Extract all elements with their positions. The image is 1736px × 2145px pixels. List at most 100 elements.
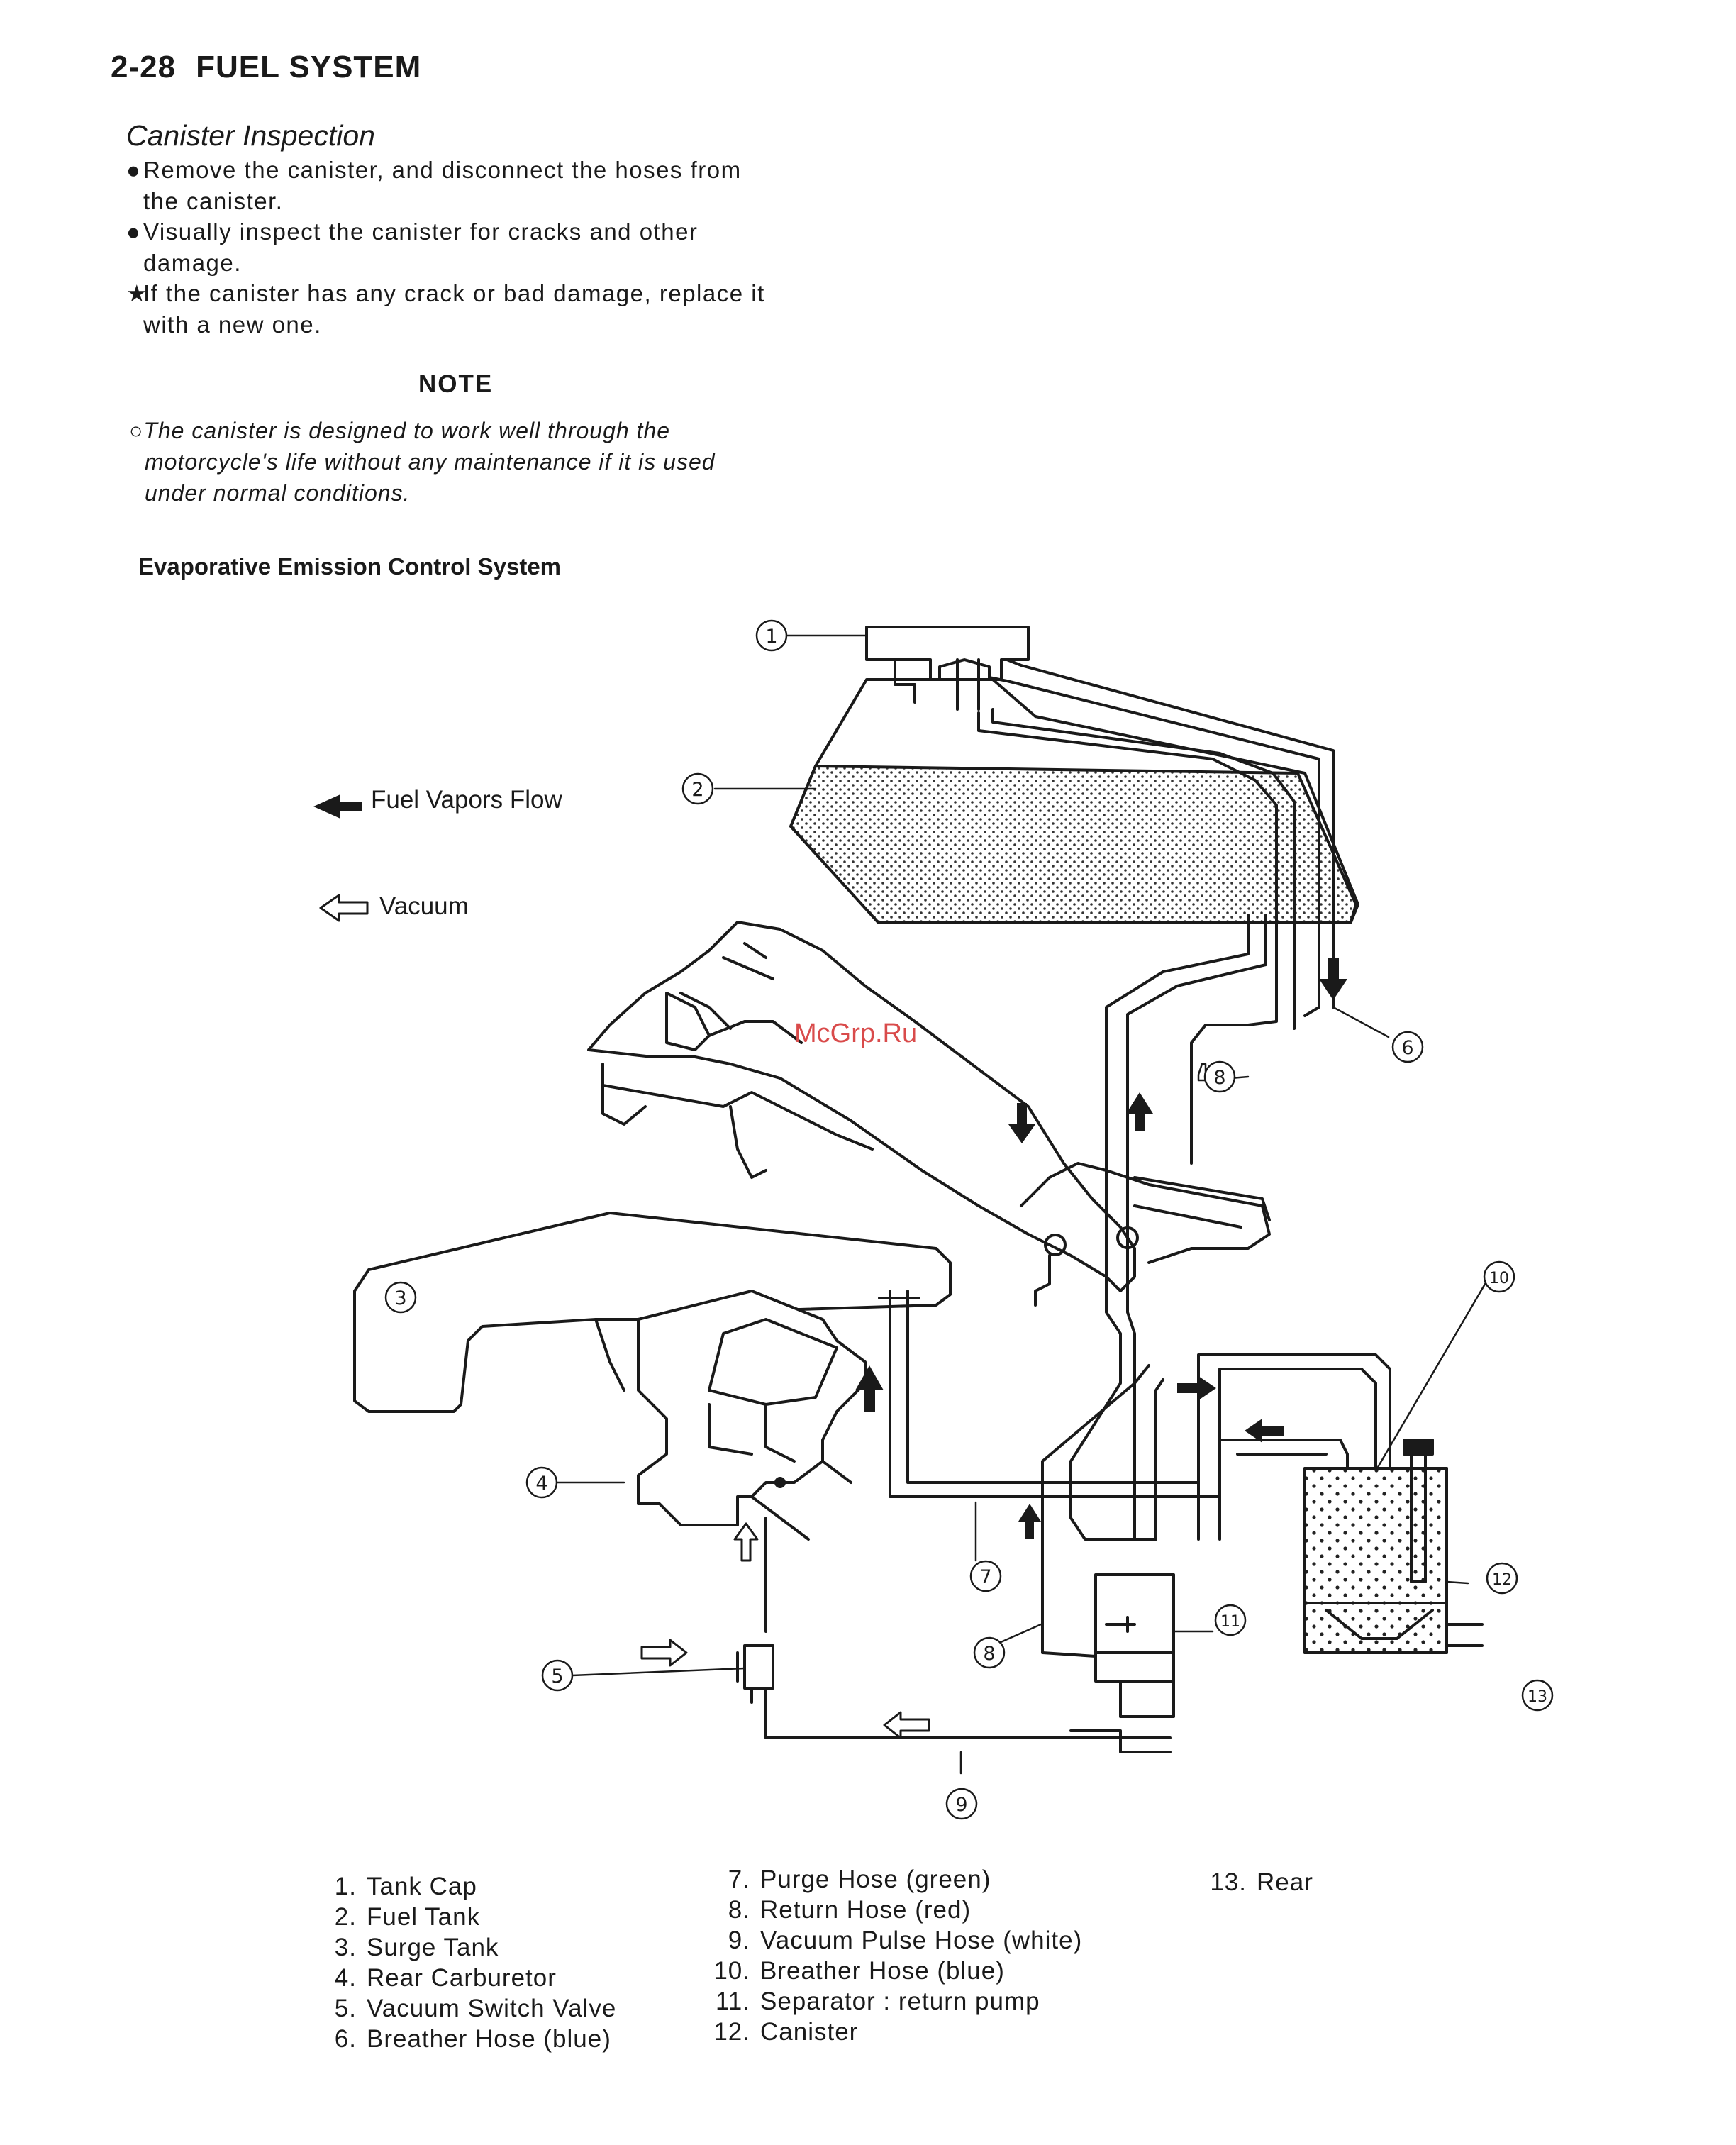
arrow-right-icon — [1177, 1376, 1216, 1400]
item-number: 8. — [728, 1896, 750, 1924]
watermark: McGrp.Ru — [794, 1019, 918, 1048]
arrow-down-icon — [1008, 1103, 1035, 1143]
list-item: 10. Breather Hose (blue) — [709, 1956, 1082, 1986]
purge-hose-7 — [878, 1290, 1391, 1498]
chapter-title: FUEL SYSTEM — [196, 50, 422, 84]
callout-leaders — [555, 634, 1491, 1775]
vacuum-switch-valve — [743, 1644, 774, 1690]
item-label: Fuel Tank — [367, 1903, 481, 1931]
callout-9: 9 — [955, 1794, 967, 1816]
item-number: 2. — [334, 1903, 357, 1931]
item-label: Rear — [1257, 1868, 1313, 1896]
vacuum-arrows — [640, 1522, 930, 1739]
callout-13: 13 — [1528, 1688, 1547, 1706]
item-label: Breather Hose (blue) — [760, 1957, 1005, 1985]
note-heading: NOTE — [418, 370, 494, 398]
list-item: 4. Rear Carburetor — [316, 1963, 616, 1993]
callout-4: 4 — [535, 1473, 547, 1495]
arrow-up-icon — [855, 1365, 884, 1412]
list-item: 2. Fuel Tank — [316, 1902, 616, 1932]
item-number: 3. — [334, 1934, 357, 1961]
legend-fuel-arrow-icon — [313, 794, 362, 819]
step-inspect: ●Visually inspect the canister for crack… — [126, 216, 779, 279]
step-replace: ★If the canister has any crack or bad da… — [126, 278, 779, 340]
note-line: motorcycle's life without any maintenanc… — [145, 449, 716, 475]
item-number: 4. — [334, 1964, 357, 1992]
callout-10: 10 — [1489, 1270, 1509, 1287]
item-number: 10. — [713, 1957, 750, 1985]
list-item: 3. Surge Tank — [316, 1932, 616, 1963]
item-label: Canister — [760, 2018, 859, 2046]
page-number: 2-28 — [111, 50, 177, 84]
canister — [1303, 1439, 1484, 1654]
frame — [587, 921, 1271, 1307]
item-number: 5. — [334, 1995, 357, 2022]
breather-hose-10 — [1133, 1364, 1349, 1541]
return-hose-8 — [1041, 914, 1267, 1658]
step-remove: ●Remove the canister, and disconnect the… — [126, 155, 779, 217]
item-label: Purge Hose (green) — [760, 1866, 991, 1893]
arrow-up-icon — [1018, 1504, 1041, 1539]
callout-8-upper: 8 — [1213, 1067, 1225, 1089]
item-label: Breather Hose (blue) — [367, 2025, 611, 2053]
item-label: Rear Carburetor — [367, 1964, 557, 1992]
callout-7: 7 — [979, 1566, 991, 1588]
item-label: Vacuum Switch Valve — [367, 1995, 617, 2022]
step-text-cont: the canister. — [143, 188, 284, 214]
parts-list-col3: 13. Rear — [1206, 1867, 1313, 1897]
item-number: 6. — [334, 2025, 357, 2053]
callout-1: 1 — [765, 626, 777, 648]
legend-fuel-vapors: Fuel Vapors Flow — [371, 786, 562, 814]
item-number: 1. — [334, 1873, 357, 1900]
parts-list-col2: 7. Purge Hose (green) 8. Return Hose (red)… — [709, 1864, 1082, 2047]
item-label: Tank Cap — [367, 1873, 477, 1900]
breather-hose-6 — [977, 658, 1335, 1165]
section-title: Canister Inspection — [126, 119, 375, 152]
item-number: 13. — [1210, 1868, 1247, 1896]
page-header: 2-28 FUEL SYSTEM — [111, 50, 421, 85]
vacuum-pulse-hose-9 — [736, 1517, 1172, 1753]
step-text: Remove the canister, and disconnect the … — [143, 157, 742, 183]
separator — [1094, 1573, 1175, 1718]
callout-8-lower: 8 — [983, 1643, 995, 1665]
legend-vacuum: Vacuum — [379, 892, 469, 920]
bullet-icon: ● — [126, 218, 142, 245]
item-number: 7. — [728, 1866, 750, 1893]
callout-3: 3 — [394, 1287, 406, 1309]
item-label: Return Hose (red) — [760, 1896, 972, 1924]
bullet-icon: ● — [126, 157, 142, 183]
legend-vacuum-arrow-icon — [319, 894, 369, 922]
list-item: 13. Rear — [1206, 1867, 1313, 1897]
list-item: 9.Vacuum Pulse Hose (white) — [709, 1925, 1082, 1956]
note-line: under normal conditions. — [145, 480, 411, 506]
list-item: 1. Tank Cap — [316, 1871, 616, 1902]
item-label: Surge Tank — [367, 1934, 499, 1961]
list-item: 11. Separator : return pump — [709, 1986, 1082, 2017]
list-item: 5. Vacuum Switch Valve — [316, 1993, 616, 2024]
list-item: 8. Return Hose (red) — [709, 1895, 1082, 1925]
callout-5: 5 — [551, 1665, 563, 1687]
item-number: 11. — [715, 1988, 750, 2015]
step-text: Visually inspect the canister for cracks… — [143, 218, 699, 245]
rear-carburetor — [637, 1290, 867, 1541]
list-item: 7. Purge Hose (green) — [709, 1864, 1082, 1895]
note-line: The canister is designed to work well th… — [143, 418, 671, 443]
tank-cap — [865, 626, 1030, 681]
item-number: 9. — [728, 1927, 750, 1954]
step-text-cont: with a new one. — [143, 311, 322, 338]
hollow-arrow-left-icon — [883, 1711, 930, 1739]
arrow-left-icon — [1245, 1419, 1284, 1443]
circle-bullet-icon: ○ — [129, 418, 144, 443]
note-text: ○The canister is designed to work well t… — [129, 415, 781, 509]
parts-list-col1: 1. Tank Cap 2. Fuel Tank 3. Surge Tank 4. Re… — [316, 1871, 616, 2054]
hollow-arrow-up-icon — [733, 1522, 759, 1562]
callout-12: 12 — [1492, 1571, 1512, 1589]
list-item: 12.Canister — [709, 2017, 1082, 2047]
fuel-vapor-arrows — [855, 958, 1347, 1539]
callout-circles — [384, 619, 1554, 1820]
callout-6: 6 — [1401, 1037, 1413, 1059]
step-text-cont: damage. — [143, 250, 242, 276]
item-label: Separator : return pump — [760, 1988, 1040, 2015]
arrow-down-icon — [1319, 958, 1347, 1000]
callout-2: 2 — [691, 779, 703, 801]
